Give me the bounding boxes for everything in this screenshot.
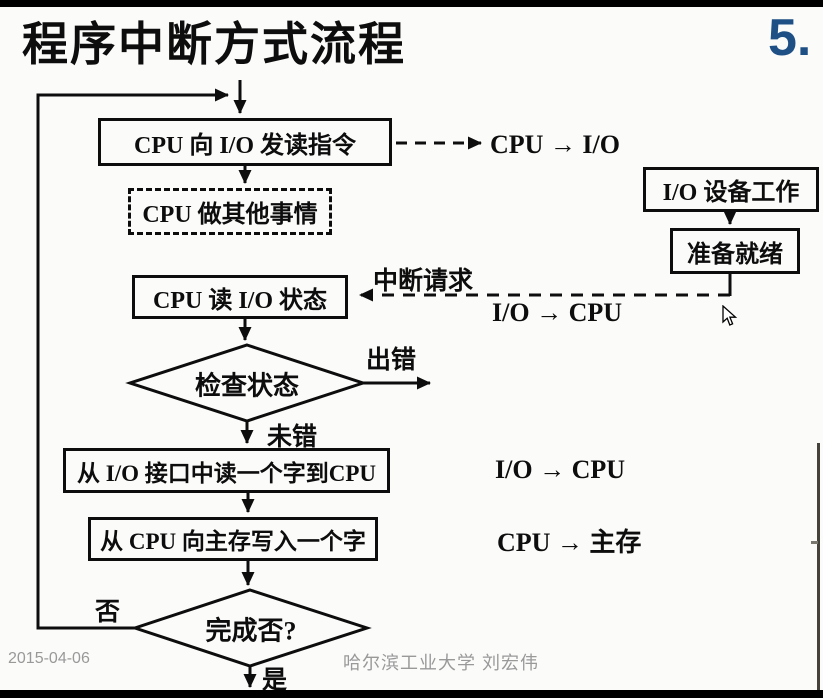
flow-box-io-device-label: I/O 设备工作	[662, 180, 800, 206]
slide-title: 程序中断方式流程	[22, 19, 406, 70]
decision-done-label: 完成否?	[205, 616, 297, 646]
flow-box-other-work-label: CPU 做其他事情	[142, 202, 318, 228]
flow-box-ready: 准备就绪	[670, 228, 800, 274]
label-cpu-to-io: CPU → I/O	[490, 130, 620, 159]
flow-box-other-work: CPU 做其他事情	[128, 188, 332, 235]
bottom-letterbox-bar	[0, 690, 823, 698]
flow-box-issue-read: CPU 向 I/O 发读指令	[98, 118, 392, 166]
flow-box-ready-label: 准备就绪	[687, 241, 783, 268]
decision-check-label: 检查状态	[194, 371, 300, 401]
decision-done-shape	[130, 588, 372, 668]
slide-page-number: 5.	[768, 9, 812, 67]
flow-box-read-word-label: 从 I/O 接口中读一个字到CPU	[77, 460, 376, 486]
right-edge-tick	[811, 541, 818, 544]
flow-box-io-device: I/O 设备工作	[643, 167, 819, 212]
loop-back-line	[36, 88, 229, 630]
right-edge-divider	[817, 443, 820, 690]
label-io-to-cpu-status: I/O → CPU	[492, 298, 622, 327]
label-error-branch: 出错	[366, 347, 417, 374]
label-yes-branch: 是	[262, 667, 288, 694]
top-letterbox-bar	[0, 0, 823, 7]
label-no-branch: 否	[95, 599, 121, 626]
flow-box-issue-read-label: CPU 向 I/O 发读指令	[134, 132, 356, 159]
flow-box-write-word-label: 从 CPU 向主存写入一个字	[100, 529, 366, 554]
label-io-to-cpu-data: I/O → CPU	[495, 455, 625, 484]
label-interrupt-request: 中断请求	[373, 268, 474, 295]
label-no-error-branch: 未错	[267, 424, 318, 451]
flow-box-write-word: 从 CPU 向主存写入一个字	[88, 517, 378, 561]
footer-credit: 哈尔滨工业大学 刘宏伟	[343, 653, 539, 673]
mouse-cursor-icon	[722, 305, 738, 326]
footer-date: 2015-04-06	[8, 650, 90, 667]
flow-box-read-word: 从 I/O 接口中读一个字到CPU	[63, 448, 390, 493]
label-cpu-to-mem: CPU → 主存	[497, 528, 642, 557]
flow-box-read-status: CPU 读 I/O 状态	[132, 275, 348, 319]
flow-box-read-status-label: CPU 读 I/O 状态	[153, 287, 327, 314]
